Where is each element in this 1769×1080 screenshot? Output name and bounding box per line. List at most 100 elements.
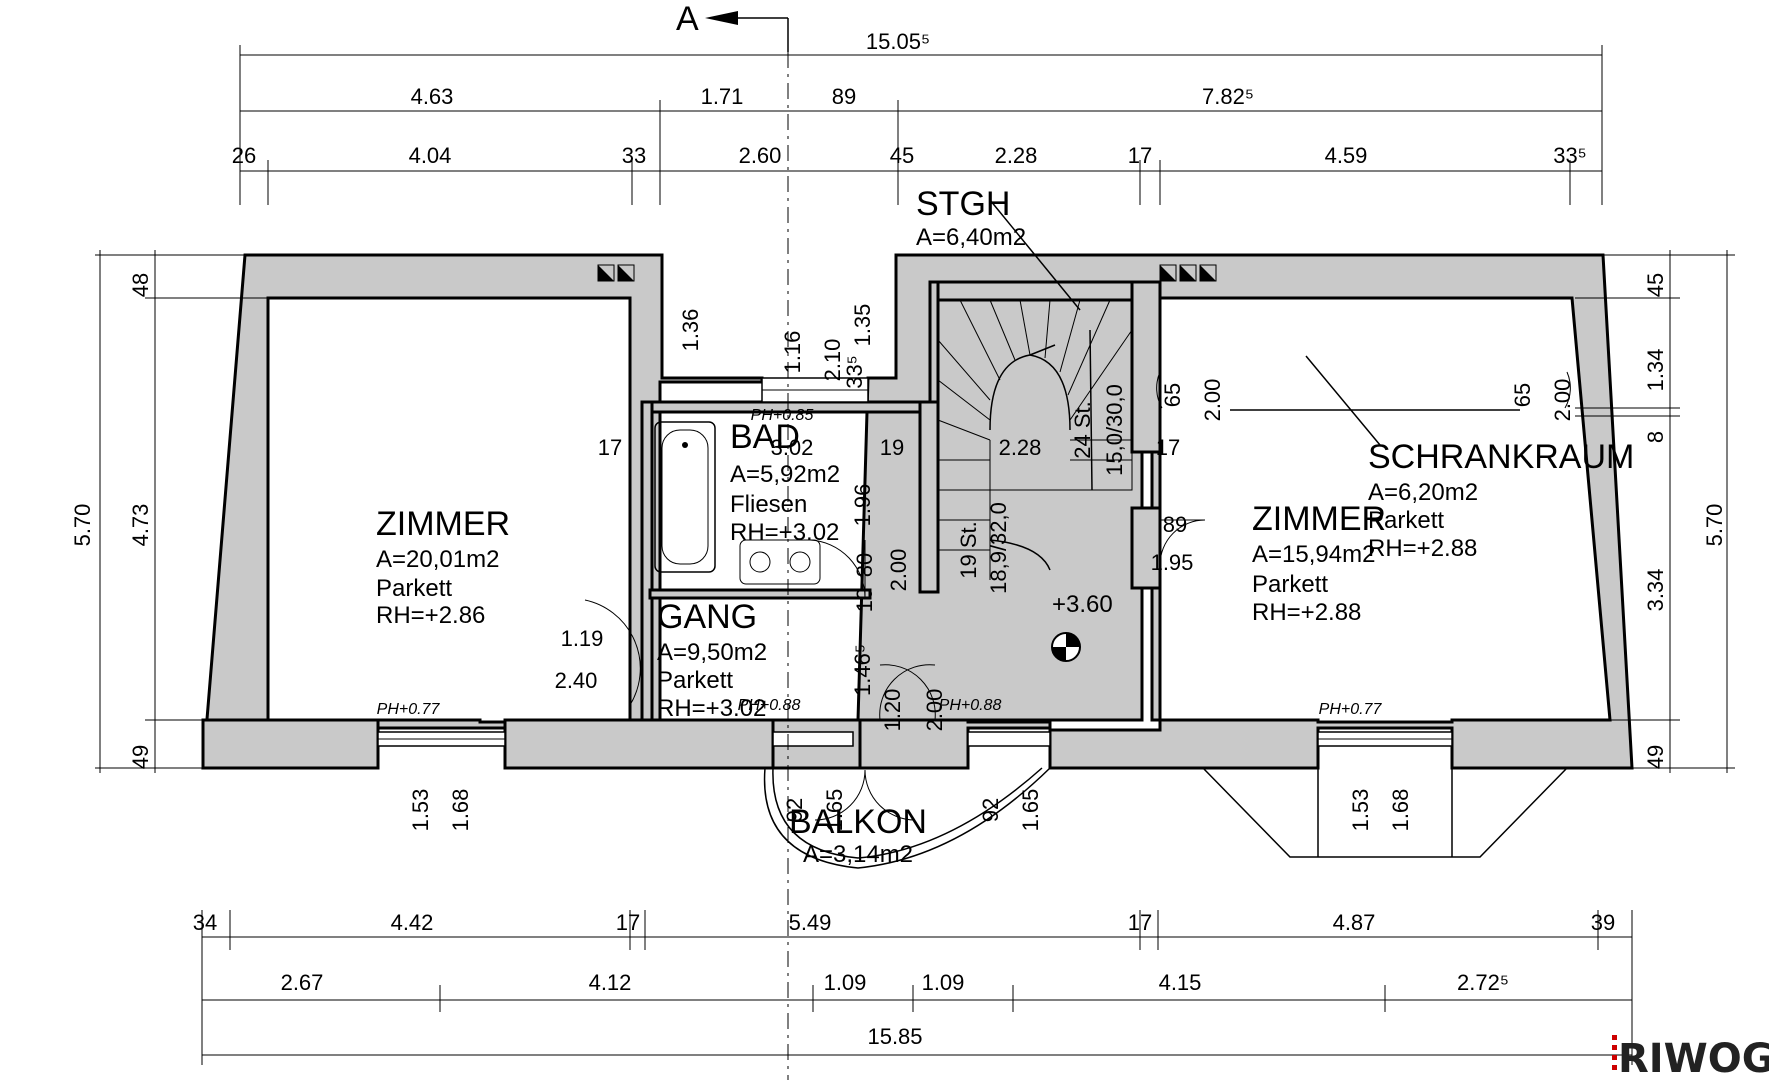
room-area: A=20,01m2 (376, 546, 499, 573)
room-area: A=3,14m2 (803, 841, 913, 868)
dim-top-row3: 2.60 (739, 143, 782, 168)
dim-right-total: 5.70 (1702, 504, 1727, 547)
doors (584, 371, 1571, 821)
room-height: RH=+3.02 (730, 519, 839, 546)
room-balkon: BALKON A=3,14m2 (789, 803, 927, 868)
dim-top-row3: 33 (622, 143, 646, 168)
room-floor: Parkett (376, 575, 452, 602)
room-name: ZIMMER (1252, 500, 1386, 538)
room-name: BAD (730, 418, 800, 456)
room-floor: Parkett (1368, 507, 1444, 534)
dim-inner: 2.28 (999, 435, 1042, 460)
room-stgh: STGH A=6,40m2 (916, 185, 1026, 251)
room-name: BALKON (789, 803, 927, 841)
dim-inner: 19 St. (956, 521, 981, 578)
room-zimmer-left: ZIMMER A=20,01m2 Parkett RH=+2.86 (376, 505, 510, 629)
dim-top-row3: 45 (890, 143, 914, 168)
window-dim: 1.68 (448, 789, 473, 832)
dim-bottom-row2: 4.12 (589, 970, 632, 995)
dim-left-total: 5.70 (70, 504, 95, 547)
room-area: A=15,94m2 (1252, 541, 1375, 568)
bathroom-fixtures (654, 421, 821, 585)
dim-left-part: 49 (128, 745, 153, 769)
riwog-logo: RIWOG (1612, 1035, 1769, 1080)
dim-inner: 24 St. (1070, 401, 1095, 458)
stairs (937, 199, 1133, 580)
dim-inner: 17 (1156, 435, 1180, 460)
dim-inner: 2.10 (820, 339, 845, 382)
room-schrankraum: SCHRANKRAUM A=6,20m2 Parkett RH=+2.88 (1368, 438, 1634, 562)
parapet-label: PH+0.85 (751, 407, 814, 424)
dim-bottom-row2: 2.72⁵ (1457, 970, 1509, 995)
dim-bottom-row1: 4.87 (1333, 910, 1376, 935)
dim-inner: 65 (1160, 383, 1185, 407)
dim-inner: 65 (1510, 383, 1535, 407)
dim-bottom-row2: 1.09 (922, 970, 965, 995)
dim-top-row2: 1.71 (701, 84, 744, 109)
window-dim: 1.65 (1018, 789, 1043, 832)
dim-bottom-row1: 34 (193, 910, 217, 935)
room-area: A=9,50m2 (657, 639, 767, 666)
dim-inner: 1.46⁵ (850, 644, 875, 696)
dim-inner: 10 (852, 588, 877, 612)
dim-top-row3: 4.59 (1325, 143, 1368, 168)
room-height: RH=+2.86 (376, 602, 485, 629)
room-name: SCHRANKRAUM (1368, 438, 1634, 476)
room-floor: Parkett (657, 667, 733, 694)
window-dim: 1.53 (408, 789, 433, 832)
room-bad: BAD A=5,92m2 Fliesen RH=+3.02 (730, 418, 840, 546)
dim-inner: 2.00 (1550, 379, 1575, 422)
room-area: A=6,20m2 (1368, 479, 1478, 506)
window-dimensions: 1.53 1.68 92 1.65 92 1.65 1.53 1.68 (408, 789, 1413, 832)
room-area: A=6,40m2 (916, 224, 1026, 251)
room-gang: GANG A=9,50m2 Parkett RH=+3.02 (657, 598, 767, 722)
windows (377, 377, 1453, 747)
dim-inner: 1.19 (561, 626, 604, 651)
dim-inner: 2.00 (1200, 379, 1225, 422)
dim-top-row3: 17 (1128, 143, 1152, 168)
dim-bottom-row2: 1.09 (824, 970, 867, 995)
dim-top-row2: 7.82⁵ (1202, 84, 1254, 109)
dim-inner: 2.00 (922, 689, 947, 732)
dimension-lines (95, 45, 1735, 1065)
dim-inner: 15,0/30,0 (1102, 384, 1127, 476)
room-zimmer-right: ZIMMER A=15,94m2 Parkett RH=+2.88 (1252, 500, 1386, 626)
section-axis: A (676, 0, 789, 1080)
window-dim: 1.53 (1348, 789, 1373, 832)
dim-inner: 18,9/32,0 (986, 502, 1011, 594)
window-dim: 92 (978, 798, 1003, 822)
parapet-label: PH+0.77 (377, 701, 441, 718)
room-floor: Parkett (1252, 571, 1328, 598)
dim-inner: 80 (852, 553, 877, 577)
level-mark-icon (1051, 632, 1081, 662)
section-marker: A (676, 0, 699, 38)
dim-bottom-row2: 2.67 (281, 970, 324, 995)
balcony (763, 767, 1568, 869)
dim-left-part: 4.73 (128, 504, 153, 547)
dim-inner: 2.40 (555, 668, 598, 693)
dim-inner: 89 (1163, 512, 1187, 537)
window-dim: 92 (782, 798, 807, 822)
room-area: A=5,92m2 (730, 461, 840, 488)
room-height: RH=+2.88 (1252, 599, 1361, 626)
logo-text: RIWOG (1618, 1036, 1769, 1080)
dim-inner: 1.95 (1151, 550, 1194, 575)
dim-bottom-row1: 17 (1128, 910, 1152, 935)
room-floor: Fliesen (730, 491, 807, 518)
dim-bottom-row2: 4.15 (1159, 970, 1202, 995)
symbols (597, 264, 1381, 662)
dim-right-part: 3.34 (1643, 569, 1668, 612)
parapet-label: PH+0.88 (738, 697, 801, 714)
dim-inner: 1.16 (780, 331, 805, 374)
dim-right-part: 45 (1643, 273, 1668, 297)
dim-inner: 1.36 (678, 309, 703, 352)
window-dim: 1.68 (1388, 789, 1413, 832)
dim-bottom-row1: 4.42 (391, 910, 434, 935)
dim-bottom-row1: 5.49 (789, 910, 832, 935)
dim-bottom-row1: 39 (1591, 910, 1615, 935)
dim-inner: 1.96 (850, 484, 875, 527)
dim-top-row2: 4.63 (411, 84, 454, 109)
dim-top-row3: 4.04 (409, 143, 452, 168)
dim-inner: 1.20 (880, 689, 905, 732)
